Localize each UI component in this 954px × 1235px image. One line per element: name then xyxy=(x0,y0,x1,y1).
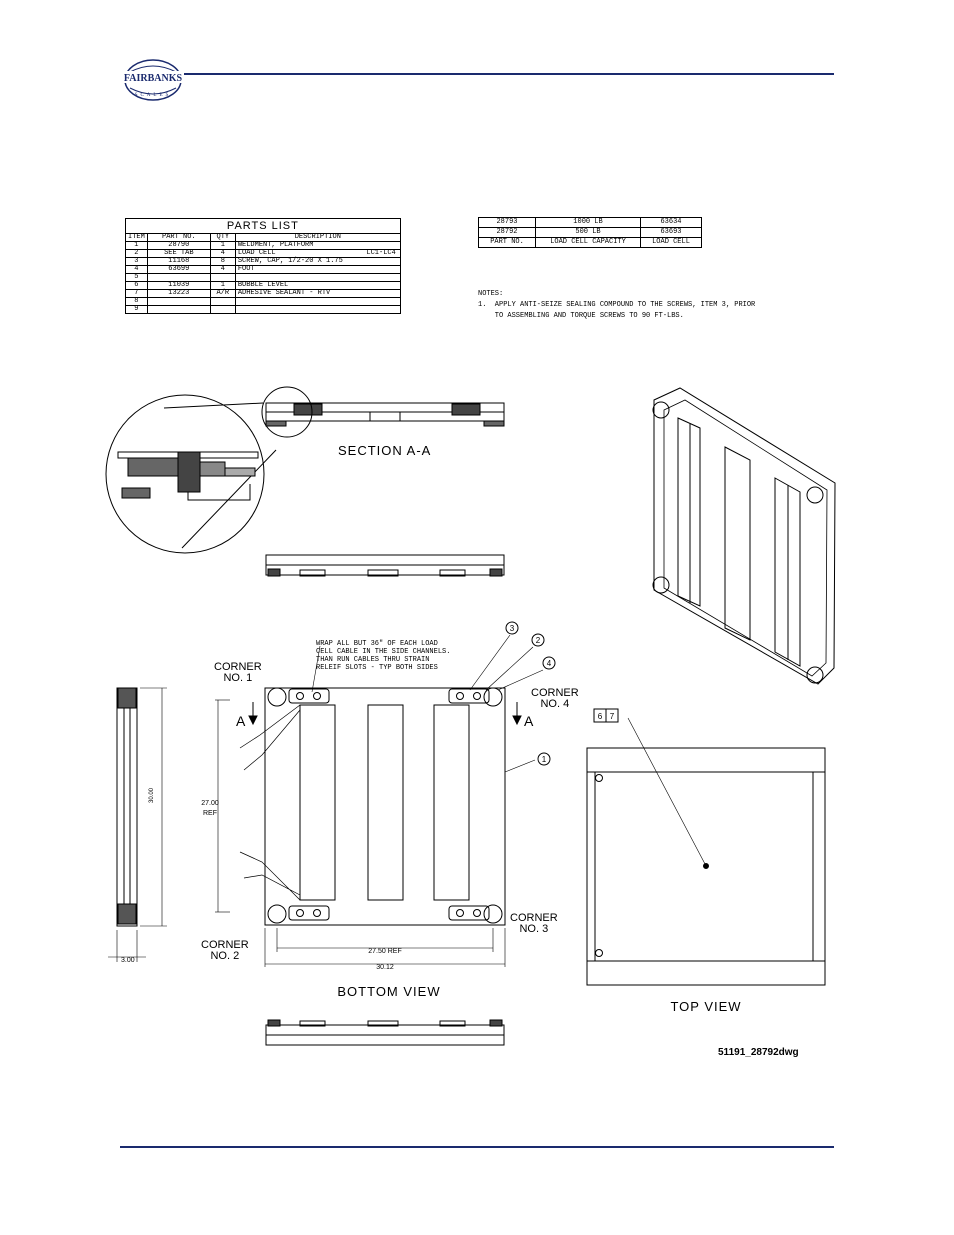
top-view xyxy=(586,717,826,986)
corner-2-label: CORNER NO. 2 xyxy=(201,939,249,962)
dim-27-00: 27.00 xyxy=(201,800,219,807)
section-title: SECTION A-A xyxy=(338,443,431,458)
balloon-7: 7 xyxy=(610,712,615,721)
dim-3-00: 3.00 xyxy=(121,957,135,964)
parts-row: 9 xyxy=(125,305,401,314)
dim-30-00: 30.00 xyxy=(149,787,155,803)
drawing-number: 51191_28792dwg xyxy=(718,1047,799,1058)
parts-cell-desc xyxy=(234,305,401,314)
isometric-view xyxy=(652,387,836,685)
parts-cell-desc: LOAD CELL LC1-LC4 xyxy=(234,249,401,258)
fairbanks-logo: FAIRBANKS SCALES xyxy=(122,59,184,101)
corner-4-label: CORNER NO. 4 xyxy=(531,687,579,710)
parts-cell-desc-text: LOAD CELL xyxy=(237,249,276,257)
balloon-2: 2 xyxy=(536,636,541,645)
balloon-4: 4 xyxy=(547,659,552,668)
note-1-line-2: TO ASSEMBLING AND TORQUE SCREWS TO 90 FT… xyxy=(478,312,684,320)
logo-subtext: SCALES xyxy=(135,93,172,98)
parts-list-table: PARTS LIST ITEM PART NO. QTY DESCRIPTION… xyxy=(125,218,401,314)
corner-3-label: CORNER NO. 3 xyxy=(510,912,558,935)
bottom-elevation xyxy=(265,1019,505,1046)
capacity-cell-cell: LOAD CELL xyxy=(640,237,702,248)
balloon-6: 6 xyxy=(598,712,603,721)
callout-balloons xyxy=(505,621,619,766)
notes: NOTES: 1. APPLY ANTI-SEIZE SEALING COMPO… xyxy=(478,289,755,322)
balloon-3: 3 xyxy=(510,624,515,633)
bottom-view-title: BOTTOM VIEW xyxy=(337,984,440,999)
wrap-cable-note: WRAP ALL BUT 36" OF EACH LOAD CELL CABLE… xyxy=(316,640,451,672)
section-marker-left: A xyxy=(236,713,246,729)
parts-cell-extra: LC1-LC4 xyxy=(366,249,396,257)
dim-27-50: 27.50 REF xyxy=(368,948,401,955)
balloon-1: 1 xyxy=(542,755,547,764)
section-a-a-profile xyxy=(261,386,505,438)
dim-30-12: 30.12 xyxy=(376,964,394,971)
bottom-view xyxy=(215,634,544,967)
side-elevation xyxy=(265,554,505,577)
note-1-line-1: 1. APPLY ANTI-SEIZE SEALING COMPOUND TO … xyxy=(478,301,756,309)
corner-1-label: CORNER NO. 1 xyxy=(214,661,262,684)
logo-text: FAIRBANKS xyxy=(124,73,183,84)
notes-heading: NOTES: xyxy=(478,290,504,298)
section-marker-right: A xyxy=(524,713,534,729)
left-edge-view xyxy=(108,687,167,962)
detail-view xyxy=(105,394,277,554)
footer-rule xyxy=(120,1146,834,1148)
top-view-title: TOP VIEW xyxy=(670,999,741,1014)
header-rule xyxy=(184,73,834,75)
dim-27-00-ref: REF xyxy=(203,810,217,817)
